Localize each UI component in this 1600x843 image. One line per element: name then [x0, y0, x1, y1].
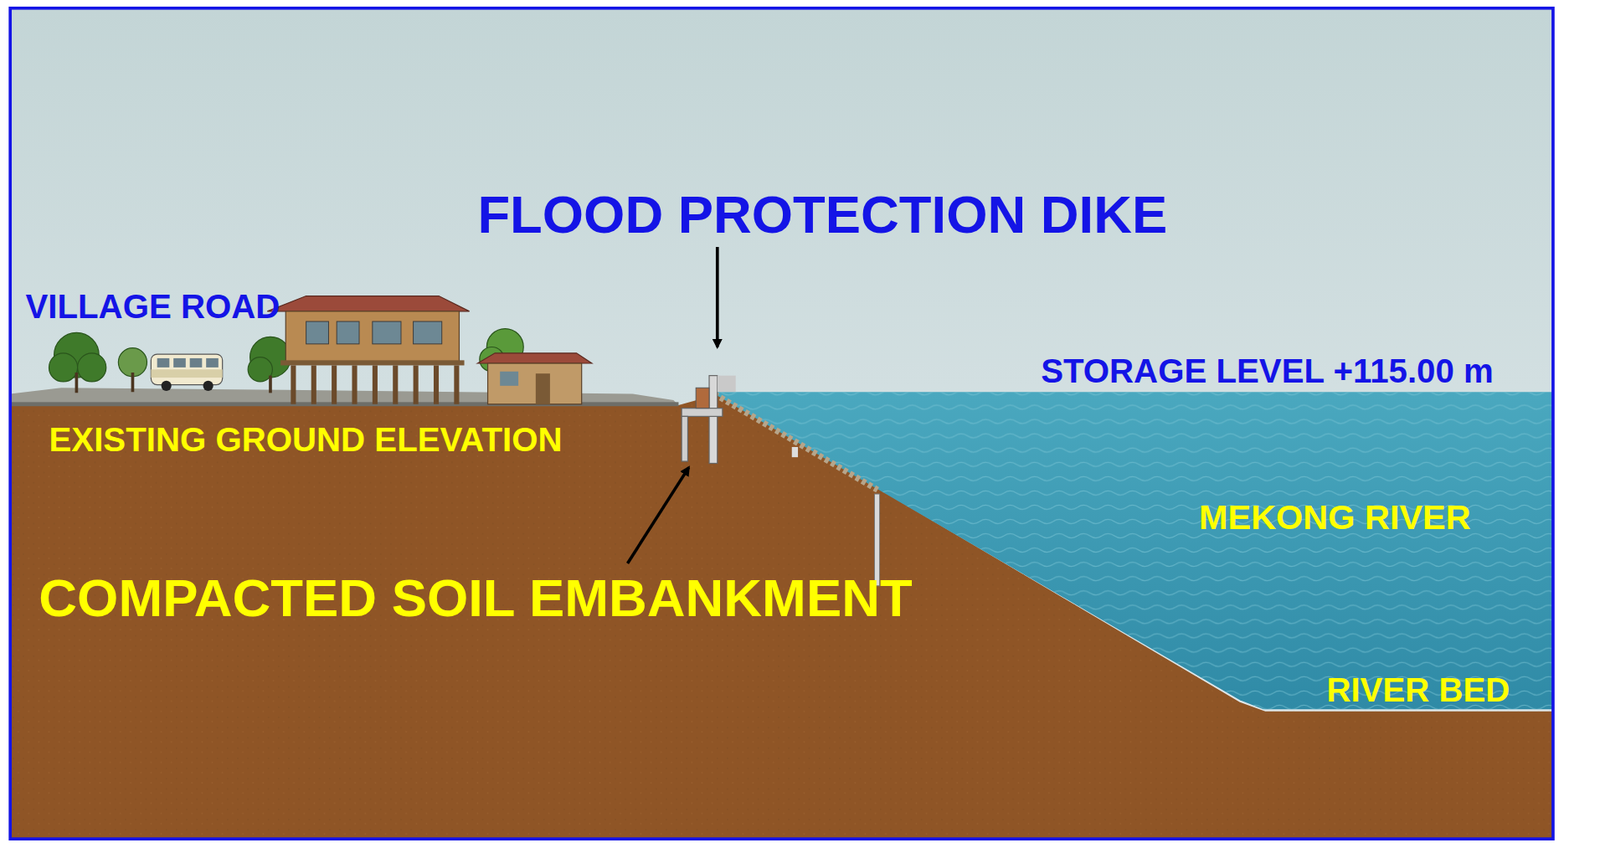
road-label: VILLAGE ROAD — [25, 288, 280, 326]
river-label: MEKONG RIVER — [1198, 498, 1472, 537]
riverbed-label: RIVER BED — [1326, 671, 1510, 709]
callout-title: FLOOD PROTECTION DIKE — [477, 185, 1168, 245]
ground-label: EXISTING GROUND ELEVATION — [49, 421, 563, 459]
embankment-label: COMPACTED SOIL EMBANKMENT — [38, 569, 912, 628]
level-label: STORAGE LEVEL +115.00 m — [1040, 353, 1494, 391]
